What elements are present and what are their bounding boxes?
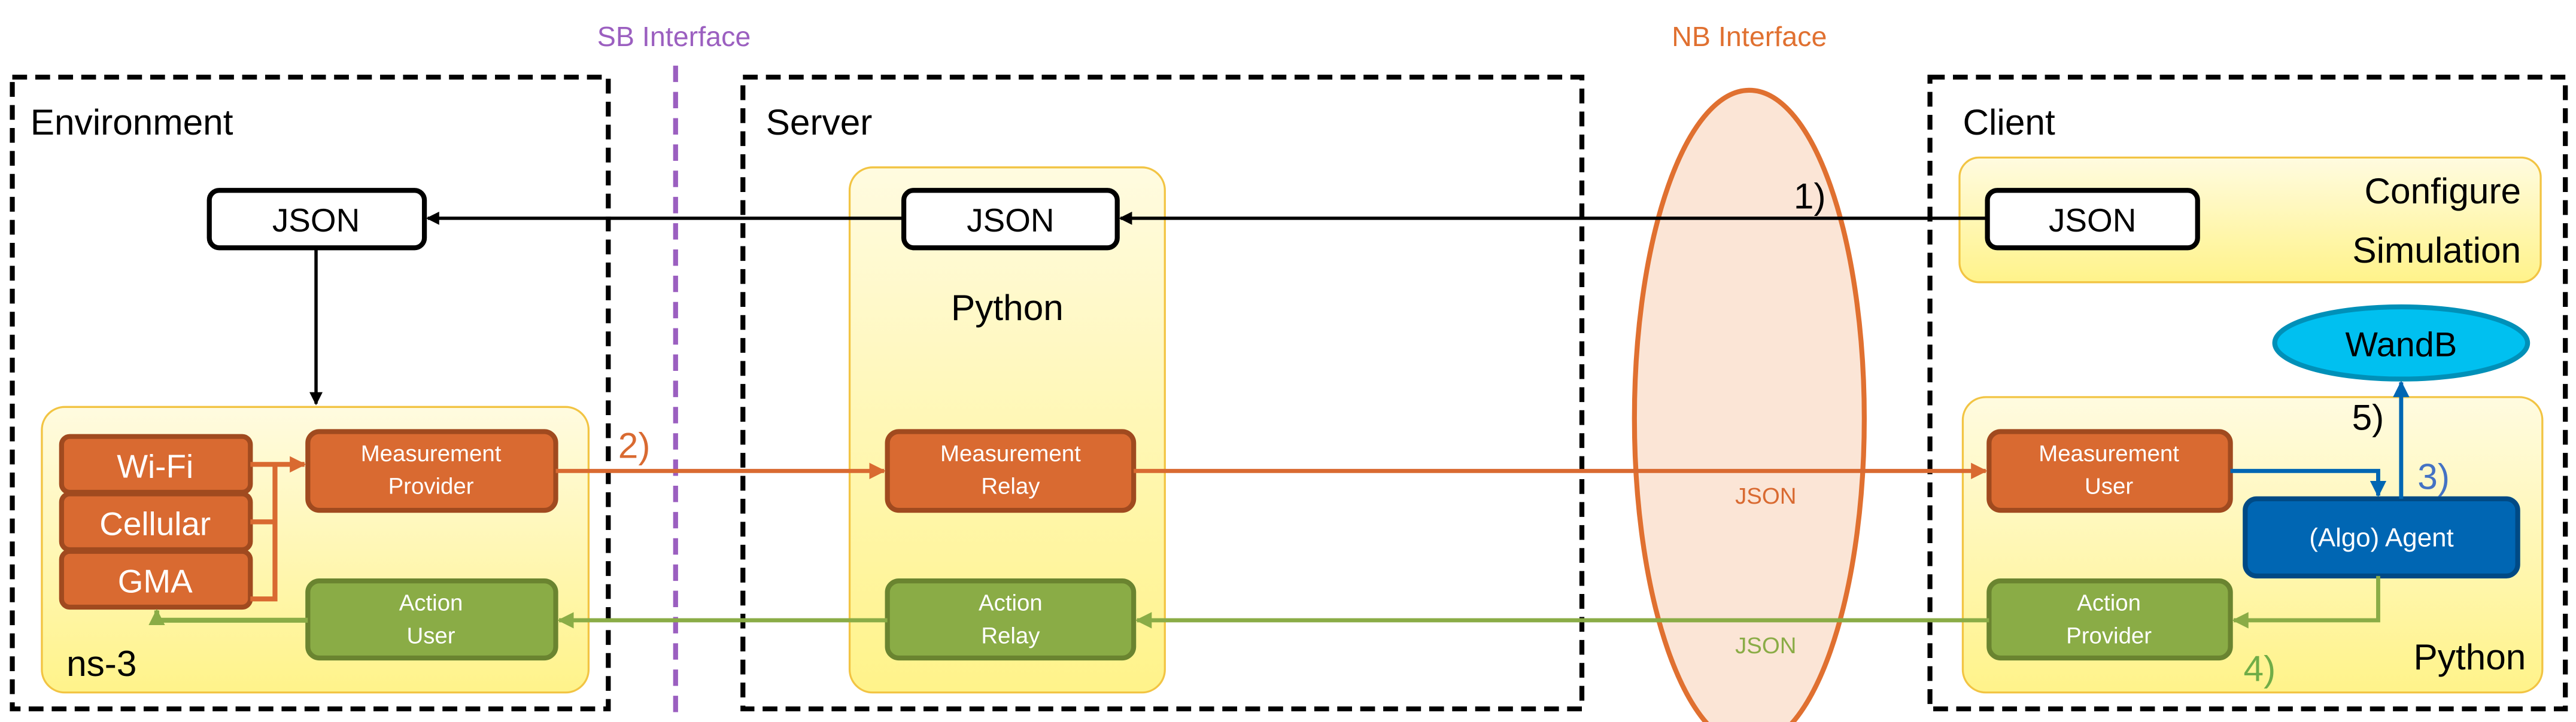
server-json: JSON xyxy=(967,202,1054,239)
server-title: Server xyxy=(766,102,873,142)
step-5-label: 5) xyxy=(2352,397,2384,438)
step-1-label: 1) xyxy=(1794,175,1826,216)
environment-json: JSON xyxy=(272,202,360,239)
measurement-relay-line2: Relay xyxy=(981,474,1040,499)
gma-label: GMA xyxy=(118,562,193,599)
gma-block xyxy=(59,549,253,610)
measurement-relay-line1: Measurement xyxy=(940,441,1081,467)
sb-interface-label: SB Interface xyxy=(597,21,751,52)
nb-interface-label: NB Interface xyxy=(1672,21,1827,52)
agent-to-action-provider-arrow xyxy=(2232,575,2380,629)
client-title: Client xyxy=(1963,102,2055,142)
action-provider-line1: Action xyxy=(2077,590,2141,616)
action-relay-line1: Action xyxy=(979,590,1043,616)
client-json: JSON xyxy=(2049,202,2136,239)
tech-to-provider-arrow xyxy=(250,464,305,602)
client-python-label: Python xyxy=(2413,636,2526,677)
wandb-label: WandB xyxy=(2346,325,2457,364)
nb-interface-ellipse xyxy=(1632,87,1867,722)
wandb-ellipse xyxy=(2272,304,2531,382)
measurement-provider-line1: Measurement xyxy=(361,441,502,467)
client-box: Client JSON Configure Simulation WandB P… xyxy=(1927,74,2568,712)
environment-box: Environment JSON ns-3 Wi-Fi Cellular GMA… xyxy=(10,74,611,712)
measurement-json-label: JSON xyxy=(1735,483,1796,509)
step-2-label: 2) xyxy=(618,425,651,465)
wifi-label: Wi-Fi xyxy=(117,447,193,485)
agent-label: (Algo) Agent xyxy=(2309,523,2453,552)
action-to-tech-arrow xyxy=(148,608,308,626)
cellular-label: Cellular xyxy=(99,505,211,542)
step-3-label: 3) xyxy=(2417,456,2450,496)
agent-block xyxy=(2243,496,2520,578)
simulation-label: Simulation xyxy=(2352,230,2521,270)
step-4-label: 4) xyxy=(2244,648,2276,689)
measurement-user-line2: User xyxy=(2085,474,2133,499)
action-json-label: JSON xyxy=(1735,633,1796,659)
server-box: Server JSON Python Measurement Relay Act… xyxy=(740,74,1585,712)
server-python-label: Python xyxy=(951,287,1064,328)
ns3-label: ns-3 xyxy=(66,643,136,684)
measurement-provider-line2: Provider xyxy=(388,474,474,499)
environment-title: Environment xyxy=(31,102,233,142)
action-relay-line2: Relay xyxy=(981,623,1040,648)
configure-label: Configure xyxy=(2364,170,2521,211)
measurement-user-line1: Measurement xyxy=(2039,441,2179,467)
action-user-line2: User xyxy=(407,623,455,648)
action-user-line1: Action xyxy=(399,590,463,616)
measurement-to-agent-arrow xyxy=(2230,468,2387,498)
action-provider-line2: Provider xyxy=(2066,623,2152,648)
